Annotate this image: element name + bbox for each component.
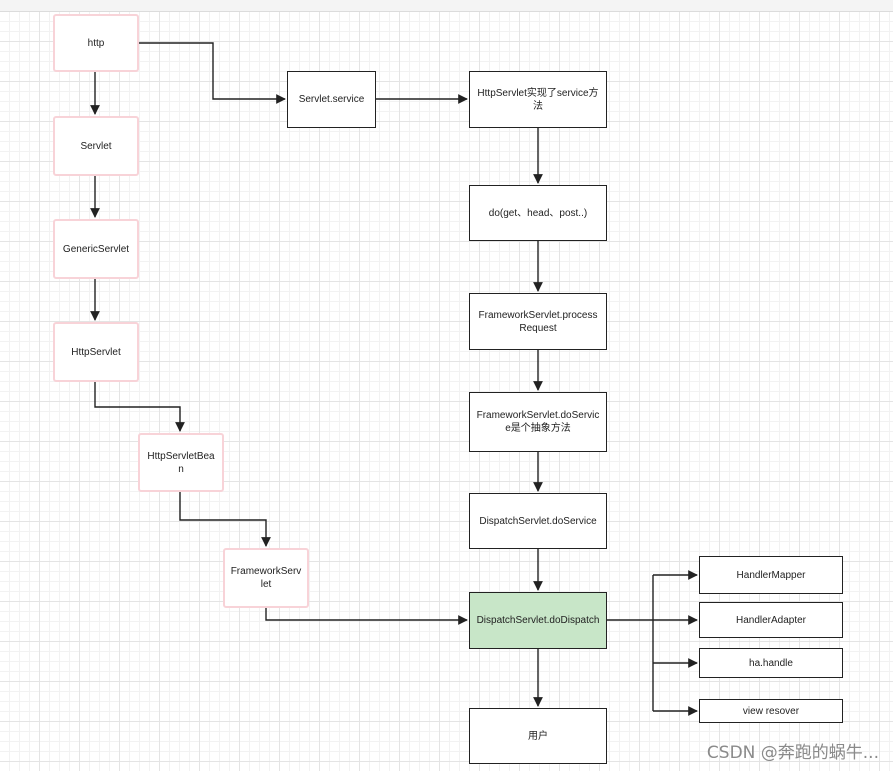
node-dispatch-do-dispatch[interactable]: DispatchServlet.doDispatch	[469, 592, 607, 649]
node-do-methods[interactable]: do(get、head、post..)	[469, 185, 607, 241]
top-toolbar-strip	[0, 0, 893, 12]
node-http-servlet[interactable]: HttpServlet	[53, 322, 139, 382]
node-handler-mapper[interactable]: HandlerMapper	[699, 556, 843, 594]
node-framework-servlet[interactable]: FrameworkServlet	[223, 548, 309, 608]
node-view-resolver[interactable]: view resover	[699, 699, 843, 723]
node-ha-handle[interactable]: ha.handle	[699, 648, 843, 678]
node-http-servlet-impl[interactable]: HttpServlet实现了service方法	[469, 71, 607, 128]
node-generic-servlet[interactable]: GenericServlet	[53, 219, 139, 279]
edge-dodispatch-branch-trunk	[607, 575, 654, 711]
edge-frameworkservlet-dodispatch	[265, 608, 468, 625]
edge-httpservletbean-frameworkservlet	[179, 492, 271, 547]
edge-http-servletservice	[139, 42, 286, 104]
node-http[interactable]: http	[53, 14, 139, 72]
node-servlet-service[interactable]: Servlet.service	[287, 71, 376, 128]
node-process-request[interactable]: FrameworkServlet.processRequest	[469, 293, 607, 350]
node-dispatch-do-service[interactable]: DispatchServlet.doService	[469, 493, 607, 549]
csdn-watermark: CSDN @奔跑的蜗牛...	[706, 743, 879, 763]
node-do-service-abstract[interactable]: FrameworkServlet.doService是个抽象方法	[469, 392, 607, 452]
node-handler-adapter[interactable]: HandlerAdapter	[699, 602, 843, 638]
node-servlet[interactable]: Servlet	[53, 116, 139, 176]
node-http-servlet-bean[interactable]: HttpServletBean	[138, 433, 224, 492]
edge-httpservlet-httpservletbean	[94, 382, 185, 432]
node-user[interactable]: 用户	[469, 708, 607, 764]
